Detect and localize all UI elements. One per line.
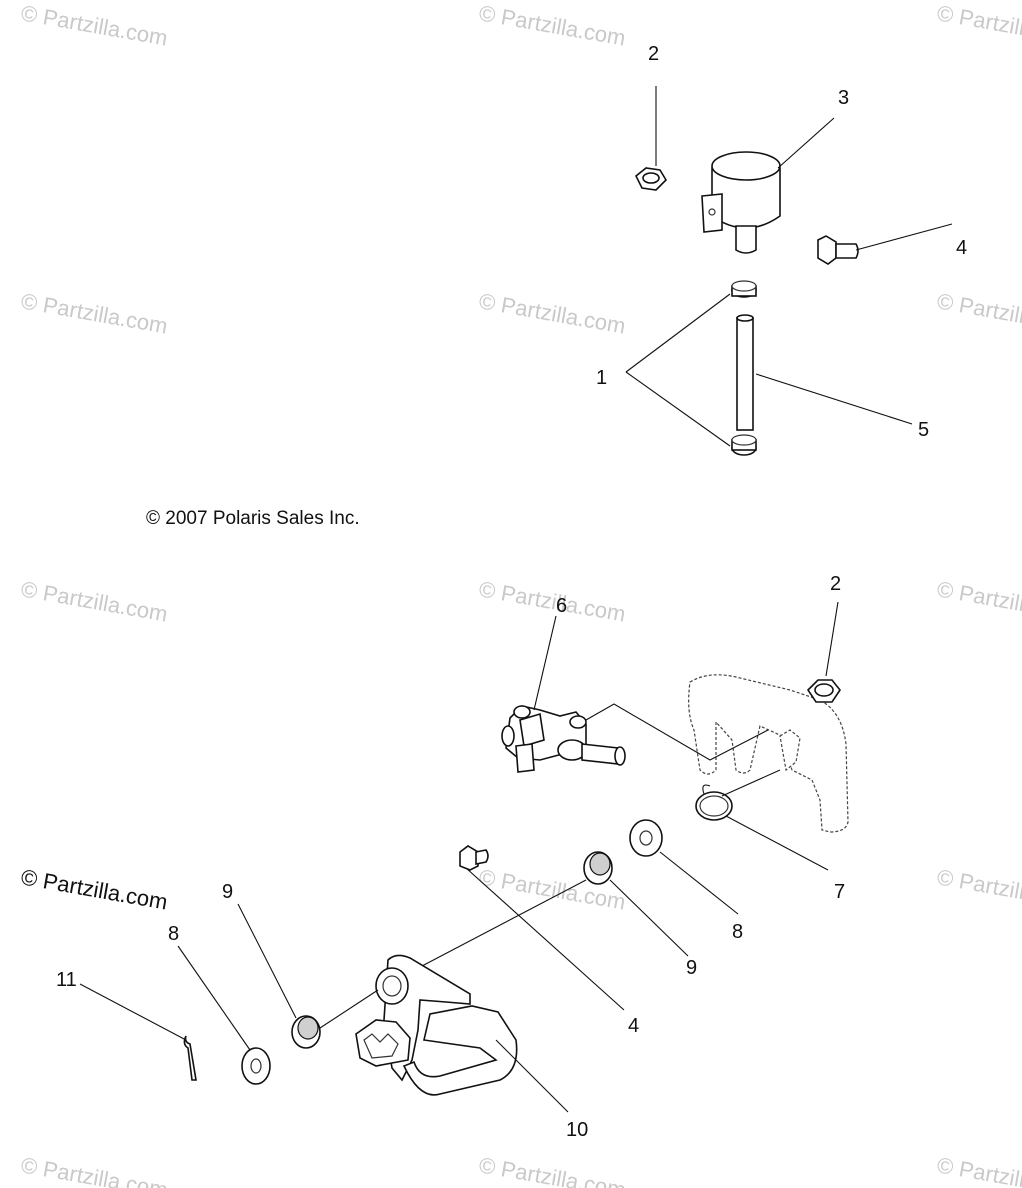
watermark: © Partzilla.com <box>477 576 627 626</box>
callout-7: 7 <box>834 881 845 903</box>
bushing-right <box>583 851 613 885</box>
washer-right <box>629 819 663 857</box>
callout-4-top: 4 <box>956 237 967 259</box>
callout-4-bottom: 4 <box>628 1015 639 1037</box>
callout-9-left: 9 <box>222 881 233 903</box>
watermark: © Partzilla.com <box>477 1152 627 1188</box>
master-cylinder <box>501 705 626 773</box>
clamp-upper <box>731 280 757 298</box>
watermark: © Partzilla.com <box>477 288 627 338</box>
callout-1: 1 <box>596 367 607 389</box>
watermark: © Partzilla.com <box>19 288 169 338</box>
hose <box>736 314 754 431</box>
watermark: © Partzilla.com <box>935 288 1022 338</box>
callout-6: 6 <box>556 595 567 617</box>
watermark: © Partzilla.com <box>935 864 1022 914</box>
callout-9-right: 9 <box>686 957 697 979</box>
watermark: © Partzilla.com <box>19 0 169 50</box>
clamp-lower <box>731 434 757 456</box>
watermark-dark: © Partzilla.com <box>19 864 169 914</box>
bottom-assembly: 2 6 7 8 <box>56 573 849 1141</box>
cotter-pin <box>183 1035 197 1081</box>
watermark: © Partzilla.com <box>477 0 627 50</box>
callout-8-left: 8 <box>168 923 179 945</box>
washer-left <box>241 1047 271 1085</box>
bracket <box>688 674 849 833</box>
watermark: © Partzilla.com <box>19 576 169 626</box>
callout-3: 3 <box>838 87 849 109</box>
watermark: © Partzilla.com <box>935 1152 1022 1188</box>
watermark: © Partzilla.com <box>935 0 1022 50</box>
bolt-top <box>817 235 859 265</box>
callout-2-top: 2 <box>648 43 659 65</box>
brake-pedal <box>355 954 518 1096</box>
reservoir <box>701 151 781 254</box>
callout-11: 11 <box>56 969 77 991</box>
nut-top <box>634 167 668 191</box>
watermark: © Partzilla.com <box>19 1152 169 1188</box>
bushing-left <box>291 1015 321 1049</box>
bolt-bottom <box>459 845 489 871</box>
watermark: © Partzilla.com <box>935 576 1022 626</box>
callout-10: 10 <box>566 1119 588 1141</box>
spring <box>695 784 733 821</box>
callout-2-bottom: 2 <box>830 573 841 595</box>
copyright: © 2007 Polaris Sales Inc. <box>146 508 360 529</box>
watermarks: © Partzilla.com © Partzilla.com © Partzi… <box>19 0 1022 1188</box>
nut-bottom <box>806 679 841 703</box>
callout-8-right: 8 <box>732 921 743 943</box>
callout-5: 5 <box>918 419 929 441</box>
top-assembly: 2 3 4 1 <box>596 43 967 456</box>
